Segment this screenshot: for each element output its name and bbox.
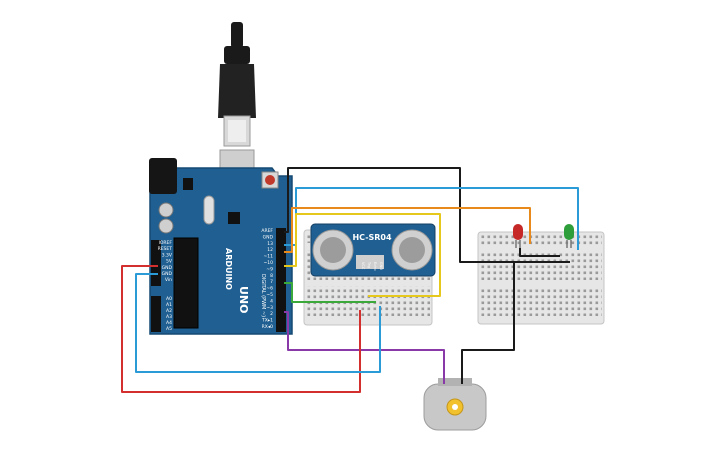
transducer-mesh	[399, 237, 425, 263]
reset-button-cap	[265, 175, 275, 185]
wire-black-gnd[interactable]	[284, 167, 570, 263]
analog-pin-label: A4	[166, 320, 172, 326]
voltage-regulator	[183, 178, 193, 190]
power-pin-label: GND	[162, 265, 173, 271]
power-pin-label: GND	[162, 271, 173, 277]
digital-pin-label: 2	[270, 311, 273, 317]
analog-pin-label: A5	[166, 326, 172, 332]
power-pin-label: 5V	[166, 259, 173, 265]
digital-pin-label: ~6	[266, 286, 273, 292]
analog-pin-label: A2	[166, 308, 172, 314]
capacitor	[158, 218, 174, 234]
transducer-mesh	[320, 237, 346, 263]
sensor-label: HC-SR04	[352, 233, 392, 242]
power-pin-label: 3.3V	[162, 252, 173, 258]
wire-red-5v[interactable]	[121, 265, 361, 393]
digital-pin-label: TX▸1	[261, 318, 273, 324]
sensor-crystal	[356, 255, 384, 269]
digital-pin-label: GND	[263, 234, 274, 240]
digital-pin-label: 7	[270, 279, 273, 285]
digital-pin-label: ~5	[266, 292, 273, 298]
wire-blue-gnd[interactable]	[135, 273, 381, 373]
breadboard-right[interactable]	[477, 231, 605, 325]
analog-pin-label: A1	[166, 302, 172, 308]
digital-pin-label: 12	[267, 247, 273, 253]
digital-pin-label: 4	[270, 298, 273, 304]
analog-pin-label: A3	[166, 314, 172, 320]
digital-pin-label: ~11	[264, 254, 274, 260]
digital-pin-label: ~10	[264, 260, 274, 266]
power-pin-label: IOREF	[159, 240, 173, 246]
analog-section-label: ANALOG IN	[144, 300, 149, 322]
wire-yellow-9[interactable]	[284, 213, 441, 297]
power-jack	[149, 158, 177, 194]
sensor-pin-label: Echo	[373, 262, 377, 271]
power-section-label: POWER	[144, 255, 149, 270]
red-led[interactable]	[513, 224, 523, 248]
wire-purple-3[interactable]	[284, 311, 445, 384]
arduino-model: UNO	[237, 286, 250, 314]
digital-pin-label: ~9	[266, 266, 273, 272]
arduino-brand: ARDUINO	[224, 248, 233, 290]
digital-pin-label: RX◂0	[262, 324, 273, 330]
analog-pin-label: A0	[166, 296, 172, 302]
power-header	[151, 240, 161, 286]
wire-orange-12[interactable]	[284, 207, 531, 253]
capacitor	[158, 202, 174, 218]
digital-pin-label: 13	[267, 241, 273, 247]
usb-chip	[228, 212, 240, 224]
sensor-pin-label: VCC	[361, 262, 365, 270]
wire-black-motor[interactable]	[461, 262, 515, 384]
wires	[121, 167, 579, 393]
digital-header	[276, 228, 286, 332]
usb-cable	[218, 22, 256, 187]
dc-motor[interactable]	[423, 378, 487, 431]
digital-pin-label: ~3	[266, 305, 273, 311]
digital-section-label: DIGITAL (PWM ~)	[260, 274, 266, 317]
analog-header	[151, 296, 161, 332]
sensor-pin-label: Trig	[367, 261, 371, 268]
wire-green-7[interactable]	[284, 282, 376, 303]
wire-black-led[interactable]	[519, 248, 560, 257]
power-pin-label: Vin	[165, 277, 172, 283]
digital-pin-label: AREF	[261, 228, 273, 234]
sensor-pin-label: GND	[379, 262, 383, 270]
crystal-oscillator	[203, 195, 215, 225]
power-pin-label: RESET	[158, 246, 173, 252]
atmega-chip	[173, 237, 199, 329]
digital-pin-label: 8	[270, 273, 273, 279]
green-led[interactable]	[564, 224, 574, 248]
